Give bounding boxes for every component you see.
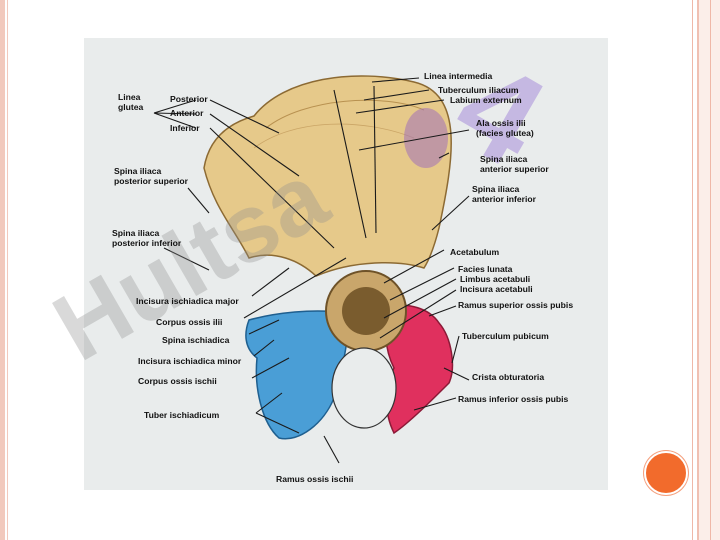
label-spina-iliaca-anterior-inferior: Spina iliaca anterior inferior	[472, 184, 536, 204]
label-spina-iliaca-posterior-superior: Spina iliaca posterior superior	[114, 166, 189, 186]
label-linea-intermedia: Linea intermedia	[424, 71, 493, 81]
label-corpus-ossis-ilii: Corpus ossis ilii	[156, 317, 223, 327]
label-posterior: Posterior	[170, 94, 208, 104]
slide-border-left-thin	[7, 0, 8, 540]
slide-border-right-line-2	[710, 0, 711, 540]
hip-bone-figure: Hultsa 4 Linea glutea Posterior Anterior…	[37, 32, 608, 490]
label-spina-iliaca-posterior-inferior: Spina iliaca posterior inferior	[112, 228, 182, 248]
label-limbus-acetabuli: Limbus acetabuli	[460, 274, 531, 284]
accent-circle	[644, 451, 688, 495]
label-spina-iliaca-anterior-superior: Spina iliaca anterior superior	[480, 154, 549, 174]
obturator-foramen	[331, 347, 397, 429]
label-incisura-ischiadica-minor: Incisura ischiadica minor	[138, 356, 242, 366]
label-corpus-ossis-ischii: Corpus ossis ischii	[138, 376, 217, 386]
label-tuberculum-pubicum: Tuberculum pubicum	[462, 331, 549, 341]
slide-border-right-band	[697, 0, 720, 540]
label-spina-ischiadica: Spina ischiadica	[162, 335, 230, 345]
label-acetabulum: Acetabulum	[450, 247, 500, 257]
label-ramus-inferior-ossis-pubis: Ramus inferior ossis pubis	[458, 394, 569, 404]
slide-border-left	[0, 0, 5, 540]
label-tuberculum-iliacum: Tuberculum iliacum	[438, 85, 519, 95]
label-tuber-ischiadicum: Tuber ischiadicum	[144, 410, 220, 420]
label-ramus-superior-ossis-pubis: Ramus superior ossis pubis	[458, 300, 574, 310]
ilium-wing	[203, 75, 452, 277]
label-facies-lunata: Facies lunata	[458, 264, 513, 274]
label-labium-externum: Labium externum	[450, 95, 522, 105]
hip-bone-illustration	[153, 75, 470, 464]
label-incisura-ischiadica-major: Incisura ischiadica major	[136, 296, 239, 306]
label-incisura-acetabuli: Incisura acetabuli	[460, 284, 533, 294]
slide-border-right-line	[692, 0, 693, 540]
label-ramus-ossis-ischii: Ramus ossis ischii	[276, 474, 354, 484]
pubis	[384, 304, 454, 435]
label-linea-glutea: Linea glutea	[118, 92, 144, 112]
label-crista-obturatoria: Crista obturatoria	[472, 372, 545, 382]
label-anterior: Anterior	[170, 108, 204, 118]
label-ala-ossis-ilii: Ala ossis ilii (facies glutea)	[476, 118, 534, 138]
label-inferior: Inferior	[170, 123, 200, 133]
